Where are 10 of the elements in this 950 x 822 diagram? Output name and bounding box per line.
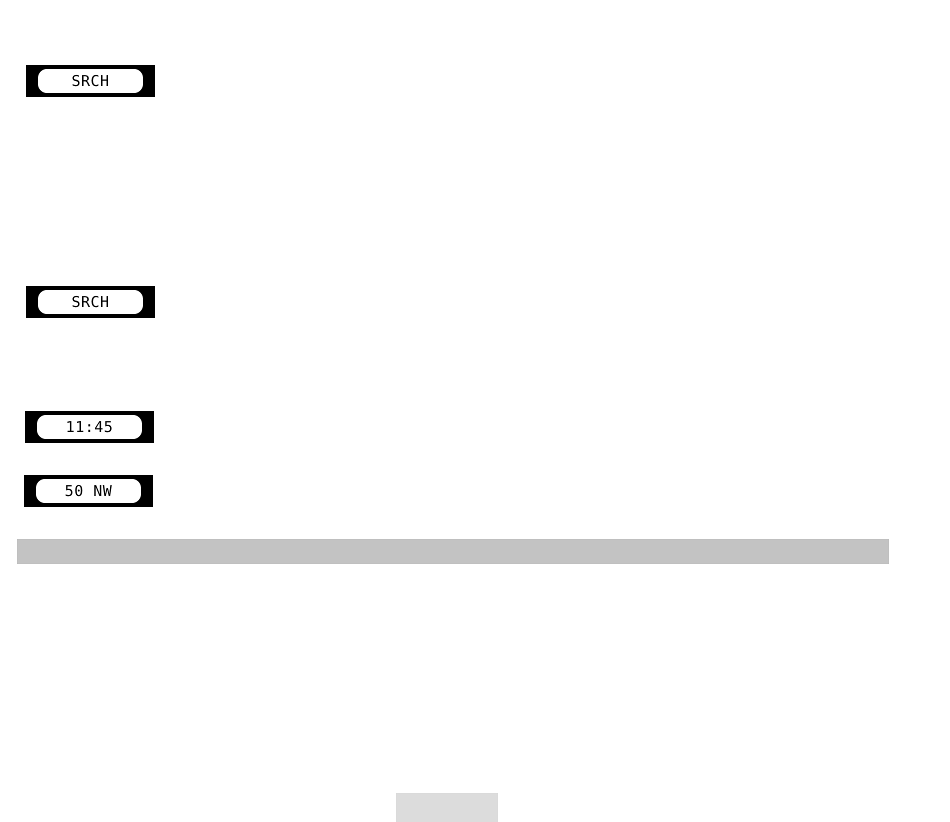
lcd-display xyxy=(26,65,155,97)
lcd-display xyxy=(25,411,154,443)
section-bar xyxy=(17,539,889,564)
display-text: SRCH xyxy=(71,293,110,311)
display-text: 50 NW xyxy=(64,482,112,500)
display-text: 11:45 xyxy=(66,418,114,436)
lcd-display xyxy=(24,475,153,507)
page-number-tab xyxy=(396,793,498,822)
display-text: SRCH xyxy=(71,72,110,90)
lcd-display xyxy=(26,286,155,318)
